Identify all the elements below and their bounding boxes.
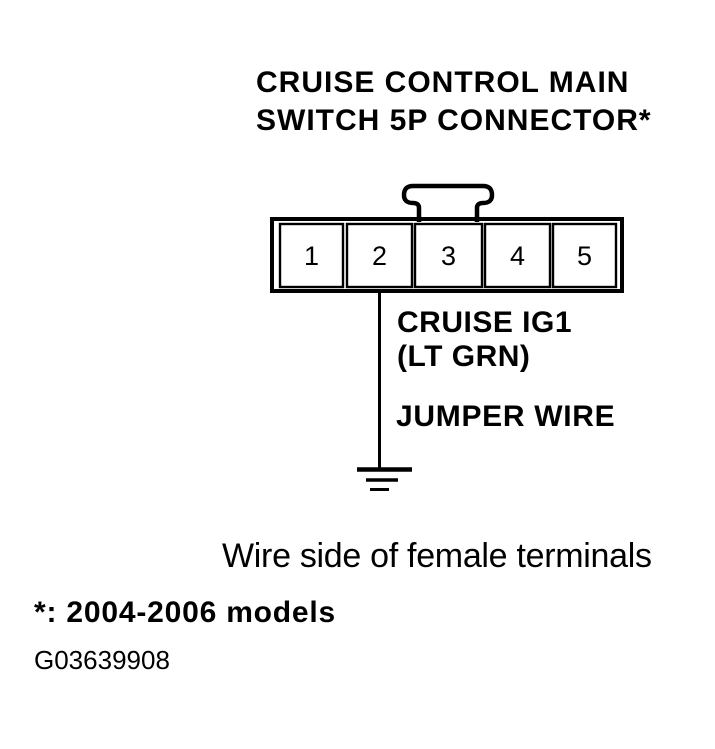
connector-drawing: 1 2 3 4 5: [270, 183, 624, 491]
figure-id: G03639908: [34, 645, 170, 675]
model-year-footnote: *: 2004-2006 models: [34, 596, 337, 629]
pin-cell-5: [551, 222, 618, 289]
pin-number-2: 2: [372, 241, 387, 271]
connector-housing: [270, 217, 624, 293]
diagram-title-line1: CRUISE CONTROL MAIN: [256, 66, 630, 99]
connector-tab-icon: [401, 183, 495, 222]
terminal-view-caption: Wire side of female terminals: [222, 537, 652, 575]
ground-symbol-icon: [357, 467, 412, 491]
pin-cell-4: [483, 222, 552, 289]
wire-color-code: (LT GRN): [397, 340, 531, 373]
jumper-wire-label: JUMPER WIRE: [396, 400, 616, 433]
pin-cell-3: [413, 222, 484, 289]
pin-number-3: 3: [441, 241, 456, 271]
pin-cell-1: [278, 222, 345, 289]
pin-cell-2: [345, 222, 414, 289]
pin-number-5: 5: [577, 241, 592, 271]
wire-circuit-name: CRUISE IG1: [397, 306, 573, 339]
pin-number-4: 4: [510, 241, 525, 271]
pin-number-1: 1: [304, 241, 319, 271]
diagram-title: CRUISE CONTROL MAIN SWITCH 5P CONNECTOR*: [256, 64, 652, 140]
wire-color-label: CRUISE IG1 (LT GRN): [397, 306, 572, 374]
diagram-title-line2: SWITCH 5P CONNECTOR*: [256, 104, 652, 137]
